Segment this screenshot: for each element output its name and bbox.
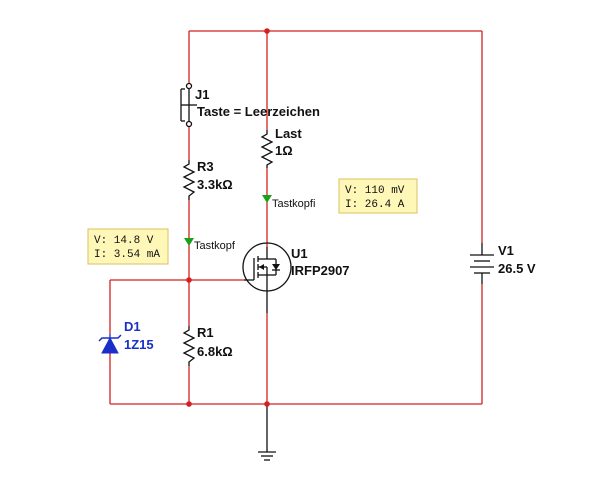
resistor-r3[interactable] [182,160,196,200]
ground-icon [258,451,276,461]
probe-drain-name: Tastkopfi [272,198,315,210]
junction-gate [186,277,192,283]
probe-drain-marker[interactable] [262,195,272,203]
mosfet-u1[interactable] [242,242,292,313]
junction-bottom-mid [264,401,270,407]
probe-gate-name: Tastkopf [194,240,236,252]
r1-ref: R1 [197,325,214,340]
wires [109,30,483,405]
switch-label: Taste = Leerzeichen [197,104,320,119]
switch-ref: J1 [195,87,209,102]
r3-value: 3.3kΩ [197,177,233,192]
zener-diode-d1[interactable] [98,334,122,354]
switch-j1[interactable] [180,82,197,128]
probe-gate-voltage: V: 14.8 V [94,235,154,247]
resistor-load[interactable] [260,130,274,168]
battery-ref: V1 [498,243,514,258]
diode-ref: D1 [124,319,141,334]
r1-value: 6.8kΩ [197,344,233,359]
junction-bottom-left [186,401,192,407]
battery-v1[interactable] [470,243,494,284]
load-value: 1Ω [275,143,293,158]
resistor-r1[interactable] [182,326,196,366]
load-ref: Last [275,126,302,141]
mosfet-ref: U1 [291,246,308,261]
mosfet-value: IRFP2907 [291,263,350,278]
probe-drain-current: I: 26.4 A [345,199,405,211]
probe-drain-voltage: V: 110 mV [345,185,405,197]
probe-gate-box [87,228,169,265]
probe-gate-current: I: 3.54 mA [94,249,160,261]
junction-top-mid [264,28,270,34]
probe-drain-box [338,178,418,214]
probe-gate-marker[interactable] [184,238,194,246]
battery-value: 26.5 V [498,261,536,276]
diode-value: 1Z15 [124,337,154,352]
junctions [186,28,270,407]
r3-ref: R3 [197,159,214,174]
